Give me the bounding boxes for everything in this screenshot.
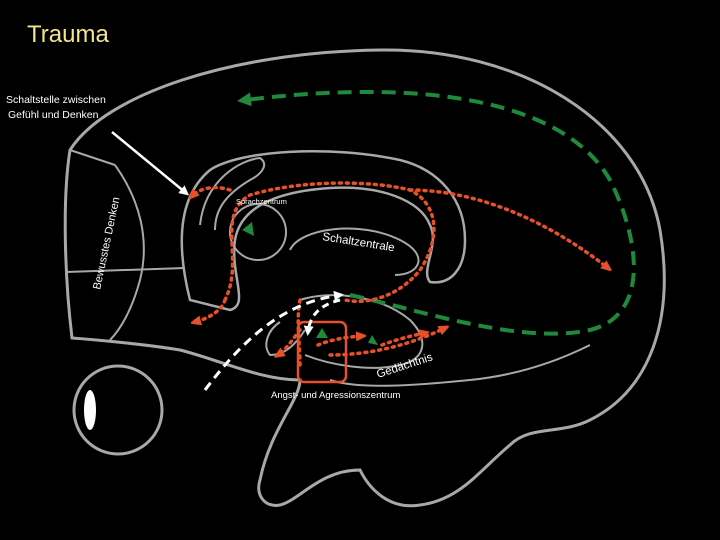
eye-icon xyxy=(72,364,164,456)
green-marker-fear xyxy=(316,328,328,338)
cerebellum-outline xyxy=(329,344,591,387)
slide-title: Trauma xyxy=(27,21,109,48)
white-dashed-down-arrow xyxy=(303,298,341,336)
green-dashed-path xyxy=(237,90,636,336)
frontal-divider-mid xyxy=(65,267,186,273)
lower-lobe xyxy=(265,321,306,357)
junction-label-line1: Schaltstelle zwischen xyxy=(6,94,106,106)
orange-path-down xyxy=(195,298,227,322)
green-marker-thalamus xyxy=(242,222,254,236)
conscious-thinking-label: Bewusstes Denken xyxy=(91,196,122,291)
eye-lens-icon xyxy=(84,390,96,430)
orange-path-mid xyxy=(316,336,362,347)
thalamus xyxy=(229,203,287,261)
orange-path-memory xyxy=(328,328,445,357)
frontal-divider-top xyxy=(69,149,116,166)
orange-path-up xyxy=(192,185,232,196)
brain-outline xyxy=(63,48,666,508)
limbic-loop xyxy=(180,150,467,312)
white-dashed-input-arrow xyxy=(203,290,344,391)
orange-path-left xyxy=(278,328,302,355)
memory-label: Gedächtnis xyxy=(375,351,434,380)
fear-center-label: Angst- und Agressionszentrum xyxy=(271,390,400,401)
orange-path-long xyxy=(408,188,608,268)
orange-path-frontal xyxy=(223,181,436,303)
inner-ring xyxy=(199,156,266,231)
language-center-label: Sprachzentrum xyxy=(236,197,287,206)
white-arrow-junction xyxy=(111,131,190,196)
brainstem xyxy=(299,294,424,369)
central-curve xyxy=(289,227,420,276)
fear-center-box xyxy=(296,320,348,384)
junction-label-line2: Gefühl und Denken xyxy=(8,109,99,121)
orange-path-memory2 xyxy=(380,333,425,347)
green-marker-memory xyxy=(368,335,378,345)
frontal-inner-curve xyxy=(109,164,145,341)
